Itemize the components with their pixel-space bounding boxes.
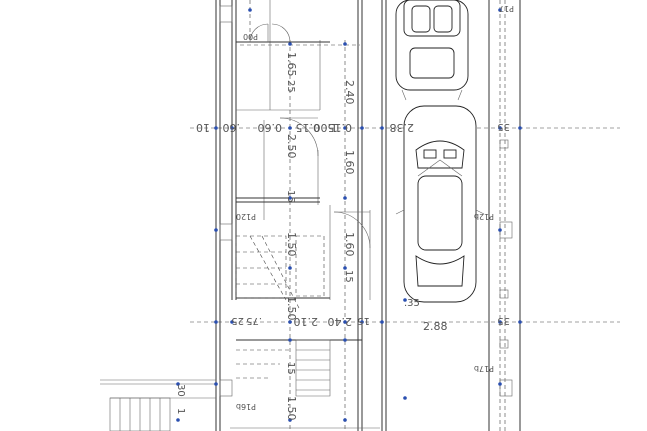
survey-markers: [176, 8, 522, 422]
survey-marker: [288, 338, 292, 342]
survey-marker: [214, 126, 218, 130]
survey-marker: [248, 8, 252, 12]
dim-15c: 15: [357, 315, 370, 326]
label-p00: P00: [243, 32, 258, 41]
dim-60: .60: [223, 121, 241, 134]
dim-10: 10: [196, 121, 210, 134]
survey-marker: [498, 320, 502, 324]
dim-160b: 1.60: [343, 232, 356, 257]
dimension-lines: [249, 0, 506, 431]
survey-marker: [498, 126, 502, 130]
survey-marker: [288, 418, 292, 422]
survey-marker: [343, 126, 347, 130]
label-p16b: P16b: [236, 402, 256, 411]
door-swings: [249, 23, 371, 249]
dim-2-50: 2.50: [285, 134, 298, 159]
dim-30: 30: [175, 384, 186, 397]
survey-marker: [343, 42, 347, 46]
survey-marker: [343, 418, 347, 422]
dim-1: 1: [175, 408, 186, 414]
survey-marker: [288, 266, 292, 270]
dim-238: 2.38: [390, 121, 415, 134]
dim-15b: 15: [343, 270, 354, 283]
dim-75: .75: [246, 315, 262, 326]
survey-marker: [214, 228, 218, 232]
survey-marker: [343, 266, 347, 270]
survey-marker: [403, 396, 407, 400]
survey-marker: [176, 382, 180, 386]
label-p120: P120: [236, 212, 256, 221]
horizontal-lines: [100, 41, 620, 429]
dim-25b: 25: [231, 315, 244, 326]
dim-160a: 1.60: [343, 150, 356, 175]
dim-35b: 35: [497, 315, 510, 326]
survey-marker: [288, 126, 292, 130]
survey-marker: [214, 382, 218, 386]
dim-25a: 25: [285, 80, 296, 93]
dim-35c: .35: [404, 298, 420, 309]
element-labels: P120 P12b P16b P17b P00 P17: [236, 4, 514, 411]
survey-marker: [498, 382, 502, 386]
survey-marker: [214, 320, 218, 324]
survey-marker: [176, 418, 180, 422]
dim-015b: 0.15: [296, 121, 321, 134]
dim-015a: 0.15: [328, 121, 353, 134]
dim-150c: 1.50: [285, 396, 298, 421]
survey-marker: [498, 228, 502, 232]
label-p17b: P17b: [474, 364, 494, 373]
car-bottom-icon: [395, 105, 485, 303]
dim-60b: 0.60: [258, 121, 283, 134]
dim-165: 1.65: [285, 52, 298, 77]
dim-35a: 35: [497, 121, 510, 132]
survey-marker: [518, 126, 522, 130]
survey-marker: [380, 320, 384, 324]
survey-marker: [343, 196, 347, 200]
survey-marker: [403, 298, 407, 302]
survey-marker: [360, 126, 364, 130]
dim-15a: 15: [285, 190, 296, 203]
survey-marker: [343, 320, 347, 324]
dim-210: 2.10: [294, 315, 319, 328]
dim-100: 1.00: [314, 121, 339, 134]
survey-marker: [518, 320, 522, 324]
survey-marker: [230, 126, 234, 130]
dim-240b: 2.40: [328, 315, 353, 328]
label-p17: P17: [499, 4, 514, 13]
survey-marker: [343, 338, 347, 342]
car-top-icon: [395, 0, 469, 101]
stairs: [109, 235, 331, 431]
dimension-labels: 2.40 2.38 0.15 1.00 0.15 10 .60 0.60 1.6…: [175, 52, 510, 421]
dim-15d: 15: [285, 362, 296, 375]
survey-marker: [498, 8, 502, 12]
survey-marker: [288, 320, 292, 324]
dim-240: 2.40: [343, 80, 356, 105]
survey-marker: [230, 320, 234, 324]
dim-150a: 1.50: [285, 232, 298, 257]
survey-marker: [360, 320, 364, 324]
label-p12b: P12b: [474, 212, 494, 221]
walls: [215, 0, 521, 431]
survey-marker: [288, 196, 292, 200]
survey-marker: [380, 126, 384, 130]
dim-150b: 1.50: [285, 296, 298, 321]
columns: [219, 5, 513, 397]
survey-marker: [288, 42, 292, 46]
dim-288: 2.88: [423, 320, 448, 333]
